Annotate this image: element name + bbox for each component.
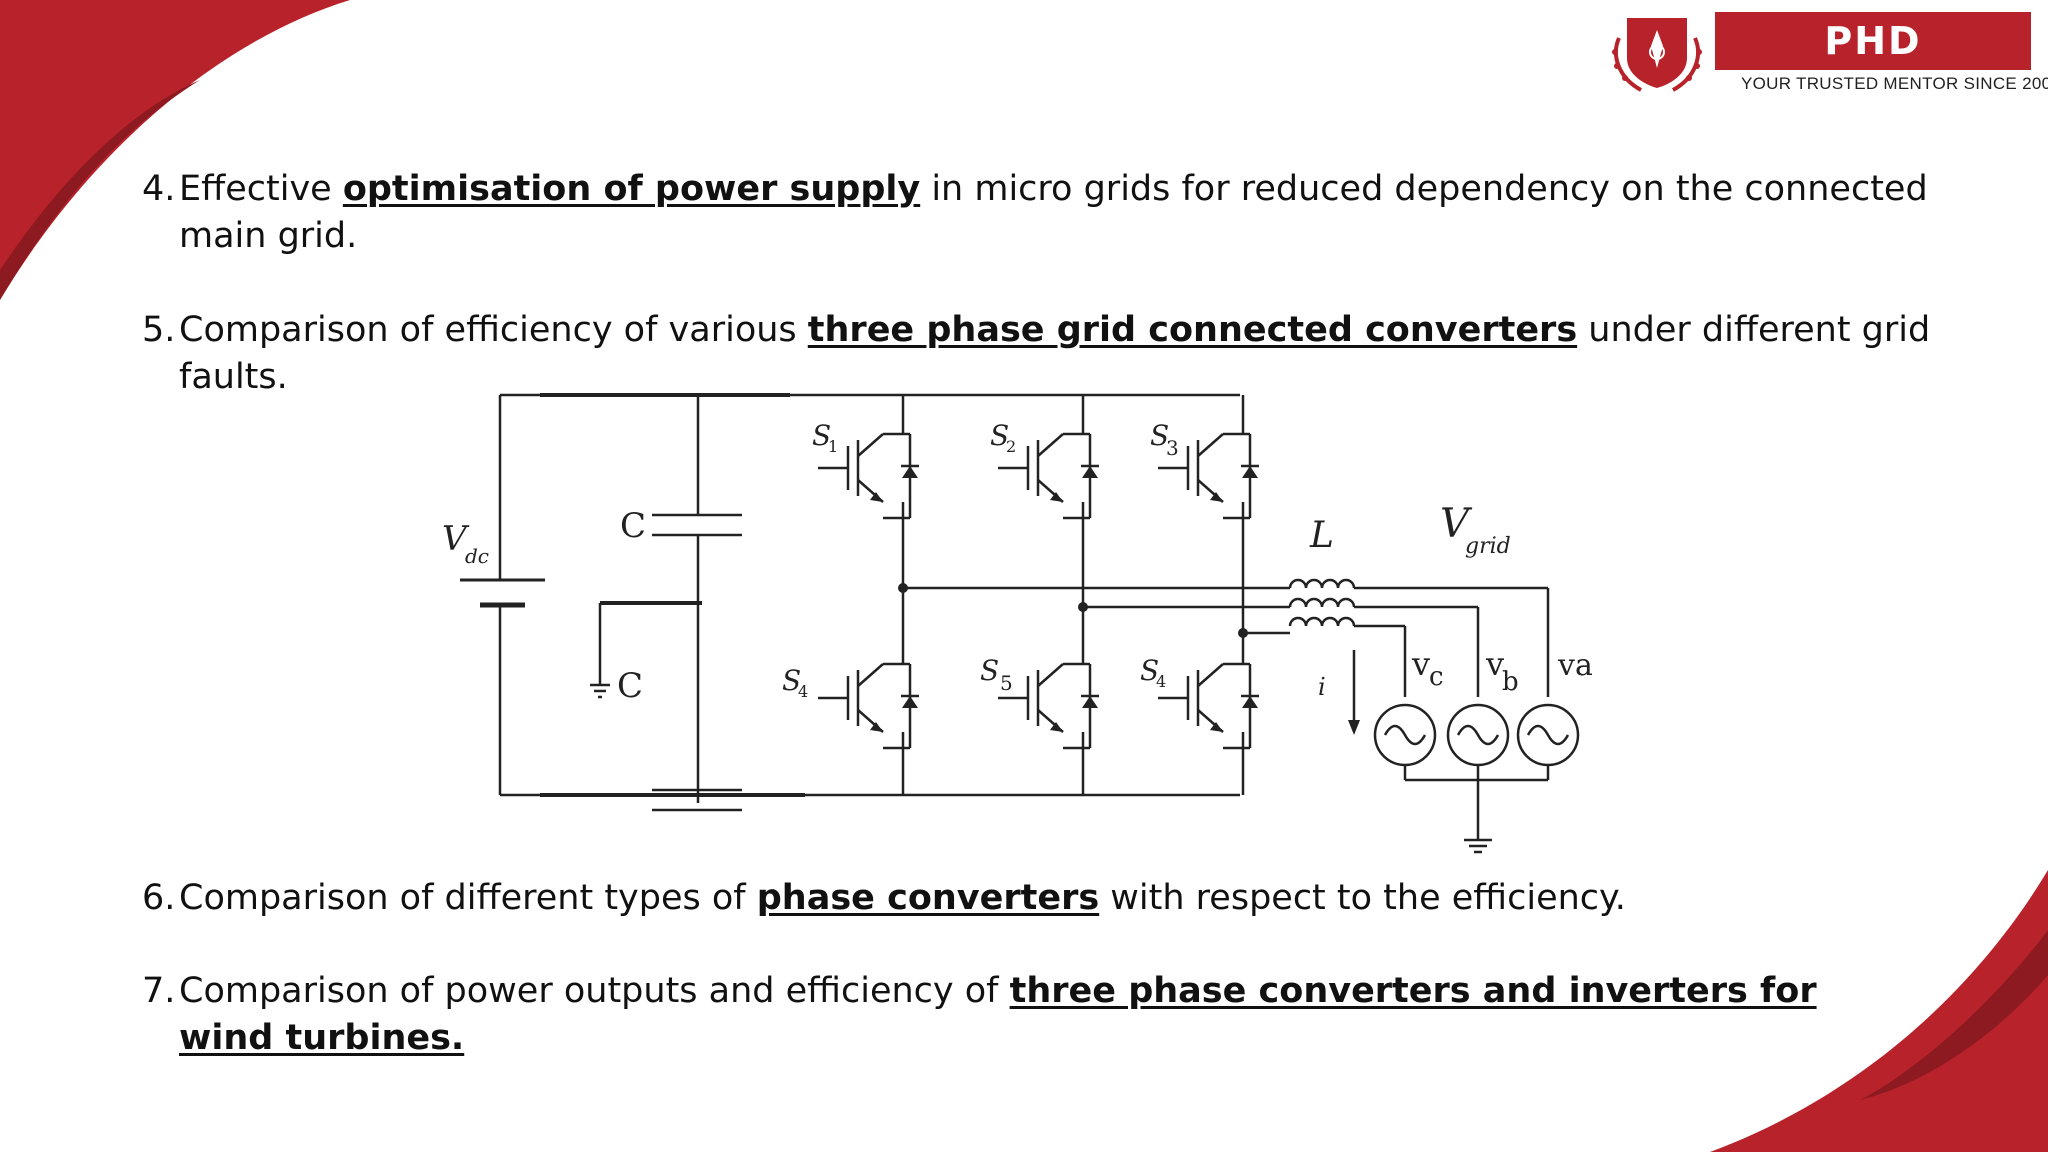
item-highlight: phase converters	[756, 878, 1100, 918]
current-label: i	[1318, 673, 1326, 701]
vgrid-label: V	[1440, 501, 1473, 547]
item-highlight: optimisation of power supply	[342, 169, 921, 209]
switch-s5-sub: 5	[1000, 671, 1013, 695]
switch-s5-label: S	[980, 654, 999, 687]
vdc-label: V	[442, 519, 470, 559]
switch-s4b-label: S	[1140, 654, 1159, 687]
item-number: 6.	[142, 878, 176, 918]
switch-s3-sub: 3	[1166, 436, 1179, 460]
vgrid-sub-label: grid	[1465, 534, 1511, 559]
list-item-7: 7. Comparison of power outputs and effic…	[142, 968, 1842, 1062]
switch-s1-sub: 1	[828, 437, 838, 456]
inverter-circuit-diagram: V dc C C S 1 S 2 S 3 S 4 S 5 S 4 L V gri…	[430, 385, 1610, 860]
switch-s2-sub: 2	[1006, 437, 1016, 456]
brand-name: PHD ASSISTANCE	[1715, 12, 2031, 121]
vc-label: v	[1411, 645, 1430, 683]
list-item-6: 6. Comparison of different types of phas…	[142, 875, 1962, 922]
brand-logo: PHD ASSISTANCE YOUR TRUSTED MENTOR SINCE…	[1605, 8, 2048, 121]
item-text: Comparison of power outputs and efficien…	[179, 971, 1010, 1011]
item-text: in micro grids for reduced dependency on…	[179, 169, 1928, 256]
item-highlight: three phase converters and inverters for…	[179, 971, 1817, 1058]
switch-s4b-sub: 4	[1156, 672, 1166, 691]
va-label: va	[1557, 648, 1593, 683]
switch-s4a-label: S	[782, 664, 801, 697]
item-number: 4.	[142, 169, 176, 209]
cap-bottom-label: C	[617, 666, 643, 706]
list-item-4: 4. Effective optimisation of power suppl…	[142, 166, 1962, 260]
item-text: Comparison of efficiency of various	[179, 310, 808, 350]
switch-s1-label: S	[812, 419, 831, 452]
vb-label: v	[1485, 645, 1504, 683]
vdc-sub-label: dc	[465, 544, 489, 568]
laurel-crest-icon	[1612, 18, 1702, 92]
switch-s4a-sub: 4	[798, 682, 808, 701]
vb-sub-label: b	[1502, 667, 1519, 697]
vc-sub-label: c	[1429, 662, 1444, 692]
switch-s2-label: S	[990, 419, 1009, 452]
item-text: with respect to the efficiency.	[1099, 878, 1626, 918]
list-item-5: 5. Comparison of efficiency of various t…	[142, 307, 1962, 401]
inductor-icon	[1288, 578, 1356, 627]
switch-s3-label: S	[1150, 419, 1169, 452]
item-text: under different grid faults.	[179, 310, 1931, 397]
cap-top-label: C	[620, 506, 646, 546]
brand-tagline: YOUR TRUSTED MENTOR SINCE 2001	[1741, 74, 2048, 93]
inductor-label: L	[1309, 515, 1334, 556]
item-number: 5.	[142, 310, 176, 350]
item-text: Comparison of different types of	[179, 878, 757, 918]
item-highlight: three phase grid connected converters	[807, 310, 1578, 350]
item-text: Effective	[179, 169, 343, 209]
ac-source-icon	[1373, 703, 1580, 767]
item-number: 7.	[142, 971, 176, 1011]
